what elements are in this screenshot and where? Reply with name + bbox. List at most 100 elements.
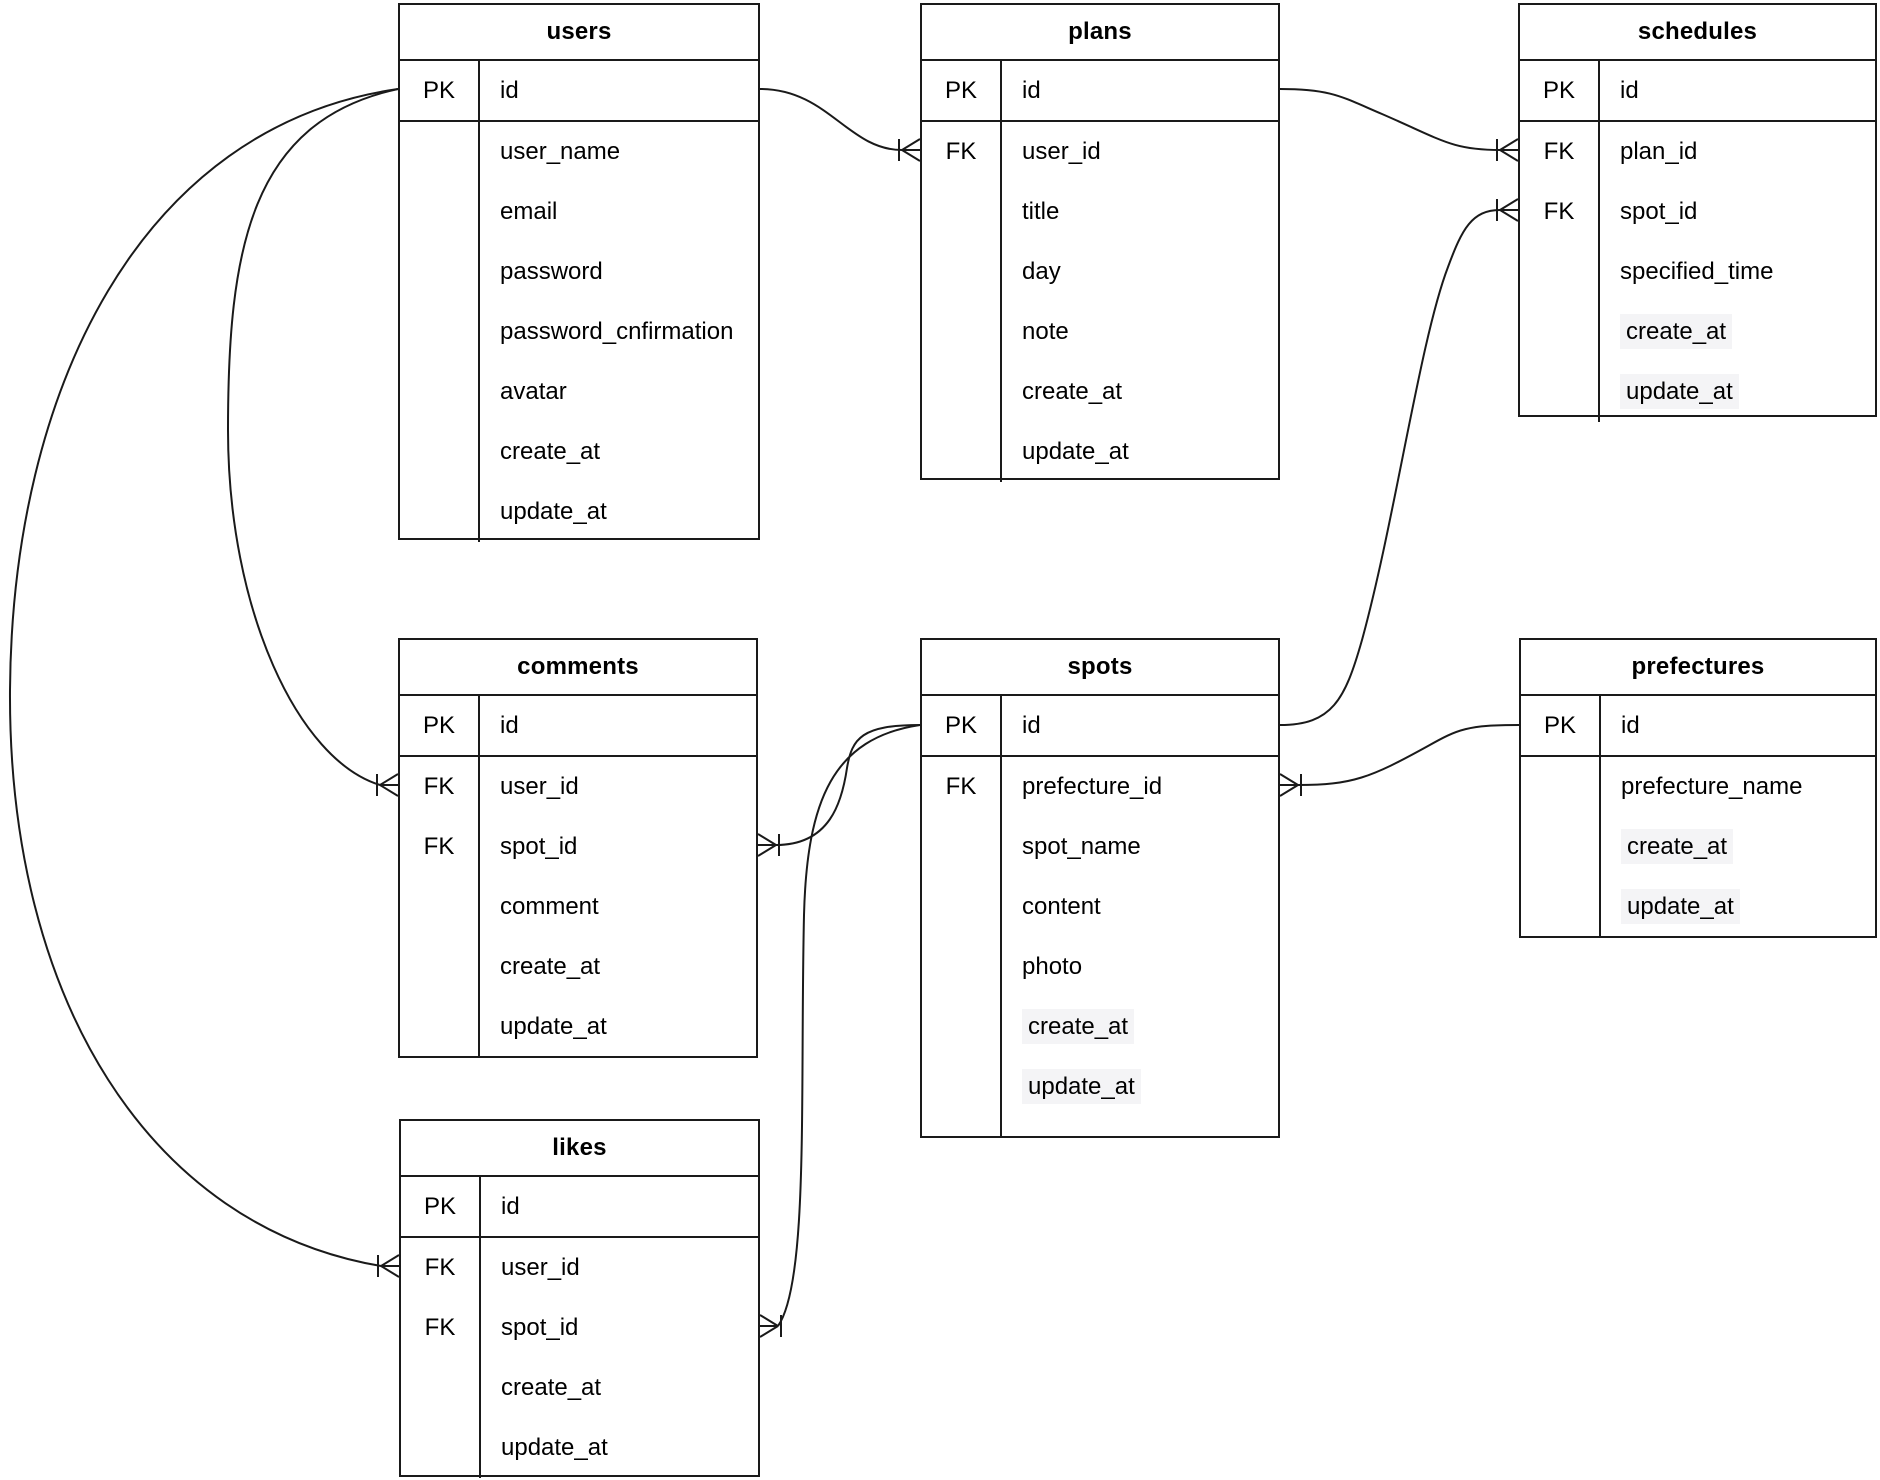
entity-title-likes: likes (401, 1121, 758, 1177)
table-row-update_at: update_at (401, 1418, 758, 1478)
table-row-update_at: update_at (922, 1057, 1278, 1117)
field-name: create_at (1599, 829, 1734, 864)
relation-line (8, 88, 399, 1267)
field-name: plan_id (1620, 138, 1698, 165)
field-name: update_at (500, 498, 607, 525)
relation-plans-id-to-schedules-plan_id (1279, 88, 1519, 162)
key-column-divider (478, 696, 480, 1057)
table-row-id: PK id (922, 61, 1278, 122)
field-name: specified_time (1620, 258, 1774, 285)
key-column-divider (1598, 61, 1600, 422)
field-name-highlighted: create_at (1620, 314, 1733, 349)
relation-spots-id-to-likes-spot_id (759, 724, 921, 1338)
crow-foot-many-icon (757, 833, 780, 857)
key-label-pk: PK (1542, 76, 1575, 104)
field-name: spot_id (501, 1314, 579, 1341)
table-row-create_at: create_at (922, 362, 1278, 422)
key-label-pk: PK (944, 711, 977, 739)
key-label-fk: FK (945, 138, 977, 165)
field-name: note (1022, 318, 1069, 345)
table-row-plan_id: FK plan_id (1520, 122, 1875, 182)
field-name: create_at (500, 438, 601, 465)
relation-line (1279, 209, 1501, 726)
table-row-spot_id: FK spot_id (1520, 182, 1875, 242)
field-name: user_id (500, 773, 579, 800)
table-row-update_at: update_at (400, 482, 758, 542)
field-name: id (1620, 76, 1639, 104)
field-name: update_at (501, 1434, 608, 1461)
table-row-id: PK id (401, 1177, 758, 1238)
relation-users-id-to-likes-user_id (8, 88, 400, 1278)
crow-foot-many-icon (1496, 198, 1519, 222)
table-row-create_at: create_at (1521, 817, 1875, 877)
table-row-content: content (922, 877, 1278, 937)
key-label-fk: FK (945, 773, 977, 800)
field-name-highlighted: update_at (1621, 889, 1740, 924)
crow-foot-many-icon (377, 1254, 400, 1278)
table-row-create_at: create_at (922, 997, 1278, 1057)
field-name: spot_id (1620, 198, 1698, 225)
field-name: password_cnfirmation (500, 318, 734, 345)
table-row-note: note (922, 302, 1278, 362)
relation-users-id-to-comments-user_id (226, 88, 399, 797)
entity-title-prefectures: prefectures (1521, 640, 1875, 696)
field-name: user_id (1022, 138, 1101, 165)
field-name: prefecture_name (1621, 773, 1803, 800)
table-row-specified_time: specified_time (1520, 242, 1875, 302)
relation-line (777, 724, 921, 1327)
relation-spots-id-to-comments-spot_id (757, 724, 921, 857)
field-name: prefecture_id (1022, 773, 1163, 800)
field-name: update_at (1599, 889, 1740, 924)
key-column-divider (1000, 61, 1002, 482)
key-label-pk: PK (944, 76, 977, 104)
table-row-password: password (400, 242, 758, 302)
field-name: title (1022, 198, 1060, 225)
key-column-divider (1000, 696, 1002, 1136)
field-name: comment (500, 893, 599, 920)
key-column-divider (478, 61, 480, 542)
key-column-divider (479, 1177, 481, 1478)
field-name: create_at (501, 1374, 602, 1401)
field-name: email (500, 198, 558, 225)
field-name: spot_name (1022, 833, 1141, 860)
table-row-update_at: update_at (922, 422, 1278, 482)
table-row-id: PK id (1520, 61, 1875, 122)
field-name: id (501, 1192, 520, 1220)
field-name-highlighted: create_at (1022, 1009, 1135, 1044)
field-name: content (1022, 893, 1101, 920)
key-label-fk: FK (1543, 138, 1575, 165)
field-name: update_at (500, 1013, 607, 1040)
table-row-create_at: create_at (400, 422, 758, 482)
key-label-pk: PK (423, 1192, 456, 1220)
key-label-fk: FK (1543, 198, 1575, 225)
crow-foot-many-icon (1279, 773, 1302, 797)
field-name: update_at (1000, 1069, 1141, 1104)
key-label-pk: PK (422, 711, 455, 739)
table-row-spot_name: spot_name (922, 817, 1278, 877)
field-name: update_at (1022, 438, 1129, 465)
entity-title-schedules: schedules (1520, 5, 1875, 61)
field-name: user_name (500, 138, 621, 165)
crow-foot-many-icon (376, 773, 399, 797)
table-row-user_id: FK user_id (922, 122, 1278, 182)
relation-line (775, 724, 921, 846)
key-label-fk: FK (423, 773, 455, 800)
field-name: avatar (500, 378, 567, 405)
field-name-highlighted: update_at (1022, 1069, 1141, 1104)
field-name: id (1022, 76, 1041, 104)
field-name: password (500, 258, 603, 285)
